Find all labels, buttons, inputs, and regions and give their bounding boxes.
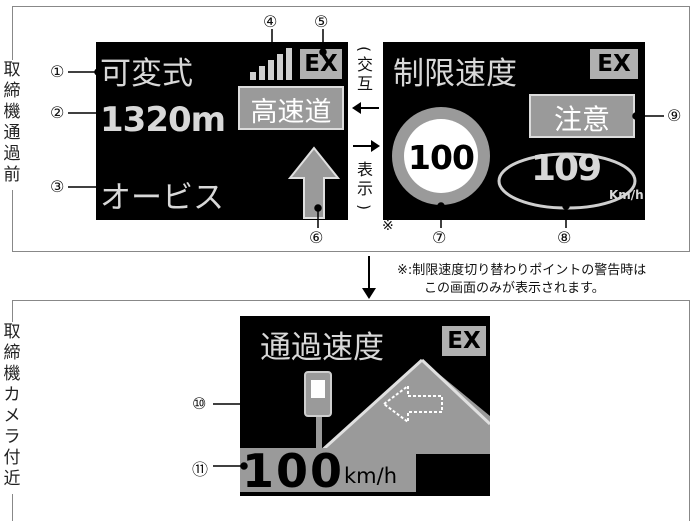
callout-7: ⑦ [432,228,447,247]
speed-limit-sign-icon [392,107,490,205]
note-line-2: この画面のみが表示されます。 [424,281,605,296]
speed-readout-box [240,448,416,492]
road-type-box: 高速道 [238,86,344,130]
left-display-screen: 可変式 EX 1320m 高速道 オービス [96,42,348,220]
callout-2: ② [50,103,65,122]
camera-type-text: オービス [100,180,224,216]
callout-1: ① [50,62,65,81]
road-type-text: 高速道 [250,97,332,128]
callout-3: ③ [50,177,65,196]
alternate-word-1: 交互 [357,55,374,93]
passing-speed-screen: 通過速度 EX 100 km/h [240,316,490,496]
flow-down-arrow-icon [362,256,376,299]
passing-speed-unit: km/h [344,464,398,488]
callout-9: ⑨ [667,106,682,125]
callout-leaders-top [68,29,664,228]
asterisk-mark: ※ [382,218,394,234]
ex-badge-bottom: EX [442,326,486,356]
arrow-right-icon [353,140,380,152]
caution-box: 注意 [529,94,635,138]
callout-10: ⑩ [192,394,207,413]
road-graphic [304,358,490,466]
ex-badge-right: EX [590,49,638,79]
passing-speed-title: 通過速度 [260,330,384,366]
current-speed-value: 109 [531,148,602,189]
bottom-vertical-label: 取締機カメラ付近 [3,322,21,494]
orbis-kind-text: 可変式 [100,56,193,92]
passing-speed-value: 100 [242,444,345,496]
callout-11: ⑪ [192,460,209,479]
speed-limit-value: 100 [408,138,475,177]
signal-strength-icon [250,48,292,80]
top-vertical-label: 取締機通過前 [3,60,21,190]
callout-8: ⑧ [557,228,572,247]
distance-text: 1320m [100,100,226,140]
note-line-1: ※:制限速度切り替わりポイントの警告時は [397,263,647,278]
arrow-left-icon [352,102,379,114]
callout-4: ④ [263,12,278,31]
caution-text: 注意 [553,103,610,136]
right-display-screen: 制限速度 EX 注意 100 109 Km/h [383,42,645,220]
callout-5: ⑤ [314,12,329,31]
alternate-word-2: 表示 [357,160,374,198]
callout-leaders-bottom [213,400,248,470]
callout-6: ⑥ [309,228,324,247]
speed-limit-title: 制限速度 [393,56,517,92]
current-speed-unit: Km/h [609,188,644,202]
direction-up-arrow-icon [288,146,340,219]
